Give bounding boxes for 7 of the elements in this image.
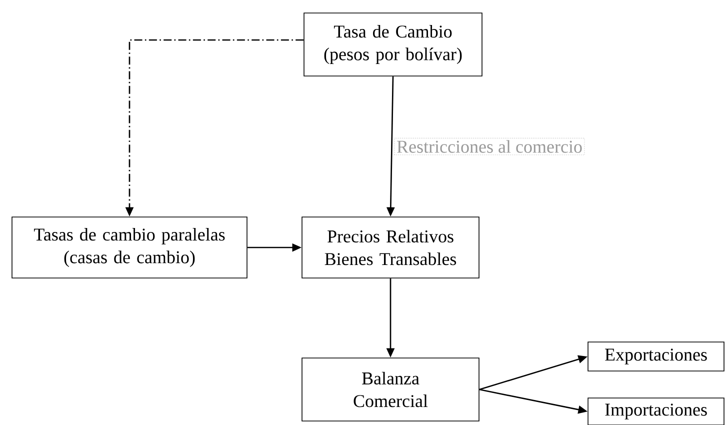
process-box: Importaciones (588, 398, 724, 425)
process-box: Tasas de cambio paralelas (casas de cambio) (12, 216, 248, 278)
process-box: Exportaciones (588, 342, 724, 372)
process-box: Tasa de Cambio (pesos por bolívar) (304, 12, 482, 76)
process-box: Precios Relativos Bienes Transables (302, 216, 480, 278)
edge-label: Restricciones al comercio (394, 138, 585, 156)
process-box: Balanza Comercial (302, 358, 480, 422)
